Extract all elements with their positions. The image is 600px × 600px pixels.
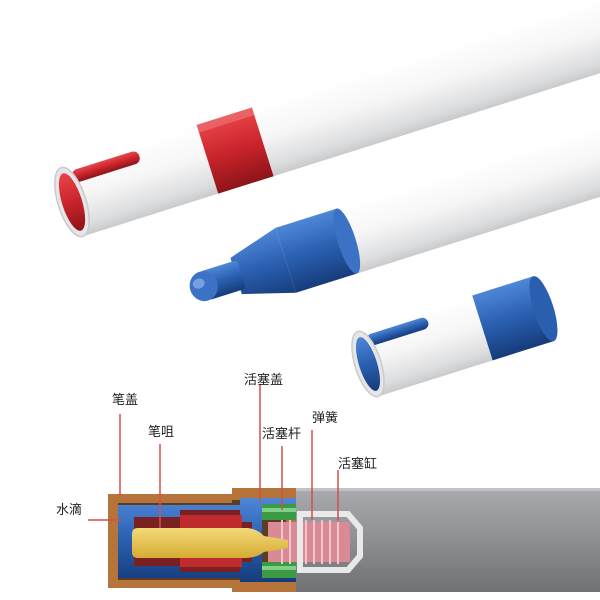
red-pen <box>54 0 600 238</box>
red-cap-band <box>196 107 274 194</box>
blue-nib <box>189 271 218 302</box>
blue-clip <box>366 317 429 346</box>
piston-cylinder-section <box>297 511 363 573</box>
red-clip <box>72 151 140 182</box>
label-piston-cap: 活塞盖 <box>244 372 283 388</box>
red-end-face <box>58 173 86 231</box>
label-water: 水滴 <box>56 502 82 518</box>
label-piston-rod: 活塞杆 <box>262 426 301 442</box>
label-cap: 笔盖 <box>112 392 138 408</box>
label-spring: 弹簧 <box>312 410 338 426</box>
blue-cap <box>351 276 558 398</box>
label-tip: 笔咀 <box>148 424 174 440</box>
blue-pen <box>189 69 600 302</box>
spring-section <box>281 520 339 564</box>
nib-section <box>132 528 288 558</box>
label-piston-cylinder: 活塞缸 <box>338 456 377 472</box>
cross-section <box>108 488 600 592</box>
leader-lines <box>88 384 339 528</box>
